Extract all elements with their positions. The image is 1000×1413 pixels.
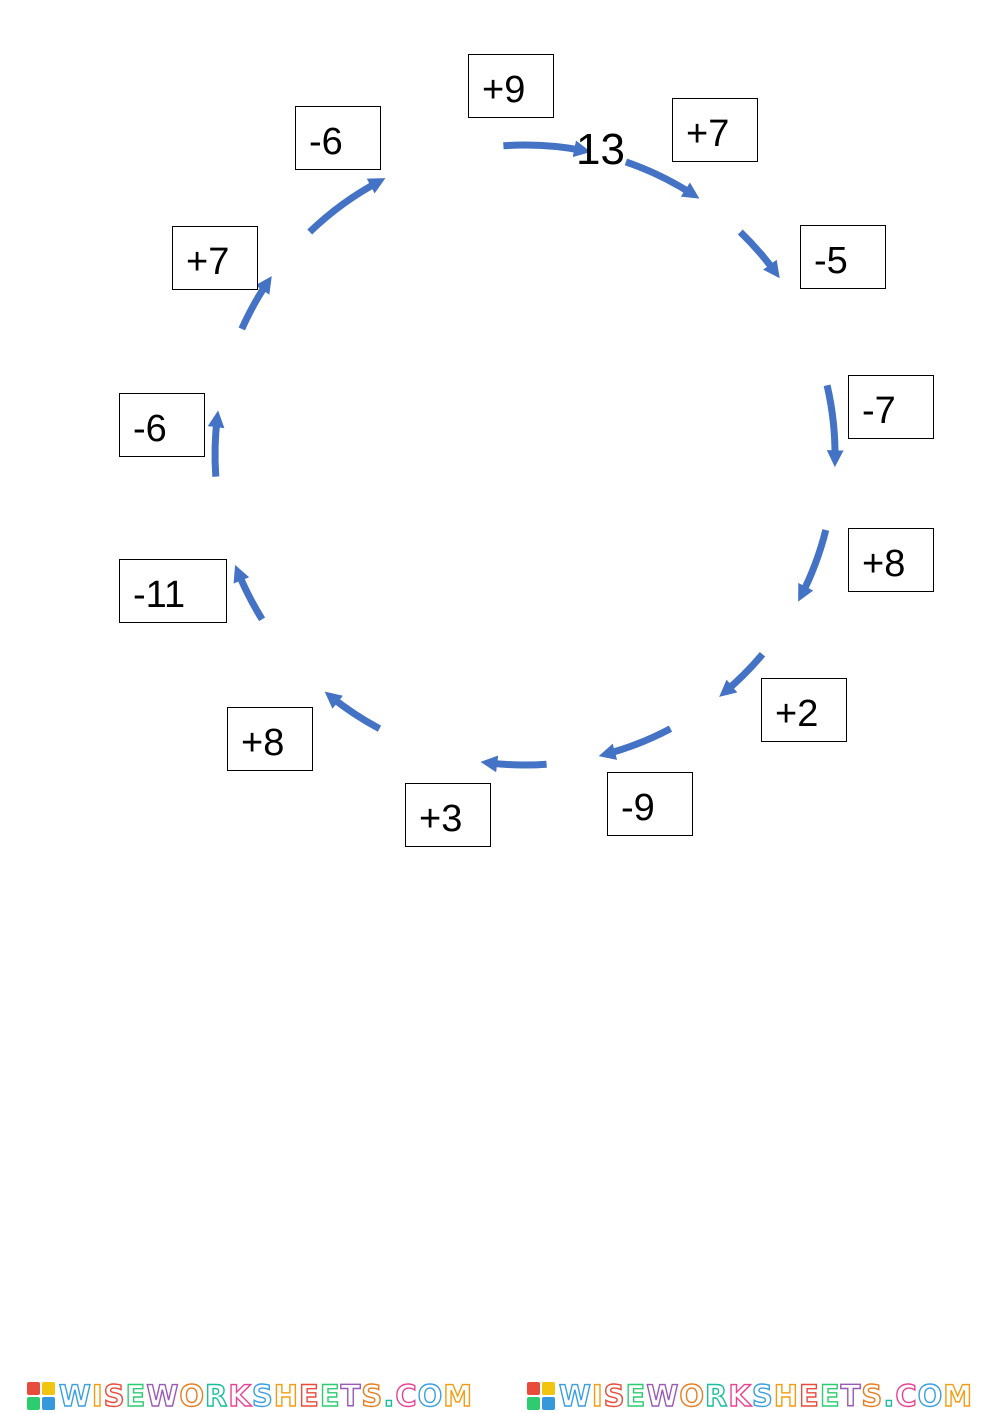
arrow-segment-11 — [207, 410, 225, 477]
arrow-segment-3 — [737, 229, 780, 279]
arrow-segment-9 — [324, 691, 382, 732]
arrow-segment-8 — [480, 755, 547, 773]
arrow-segment-1 — [503, 140, 591, 158]
op-box-1[interactable]: +9 — [468, 54, 554, 118]
arrow-segment-7 — [598, 725, 673, 760]
arrow-segment-4 — [823, 384, 844, 468]
arrow-segment-12 — [238, 276, 272, 331]
op-box-11[interactable]: -6 — [119, 393, 205, 457]
op-box-5[interactable]: +8 — [848, 528, 934, 592]
op-box-2[interactable]: +7 — [672, 98, 758, 162]
op-box-13[interactable]: -6 — [295, 106, 381, 170]
arrow-segment-2 — [624, 158, 700, 199]
op-box-8[interactable]: +3 — [405, 783, 491, 847]
op-box-12[interactable]: +7 — [172, 226, 258, 290]
op-box-7[interactable]: -9 — [607, 772, 693, 836]
start-number: 13 — [576, 125, 625, 174]
arrow-segment-13 — [307, 178, 386, 235]
logo-icon — [26, 1382, 55, 1410]
op-box-9[interactable]: +8 — [227, 707, 313, 771]
logo-icon — [526, 1382, 555, 1410]
op-box-10[interactable]: -11 — [119, 559, 227, 623]
op-box-6[interactable]: +2 — [761, 678, 847, 742]
arrow-segment-5 — [798, 529, 830, 602]
arrow-segment-6 — [719, 652, 766, 697]
op-box-4[interactable]: -7 — [848, 375, 934, 439]
op-box-3[interactable]: -5 — [800, 225, 886, 289]
arrow-segment-10 — [233, 564, 266, 622]
